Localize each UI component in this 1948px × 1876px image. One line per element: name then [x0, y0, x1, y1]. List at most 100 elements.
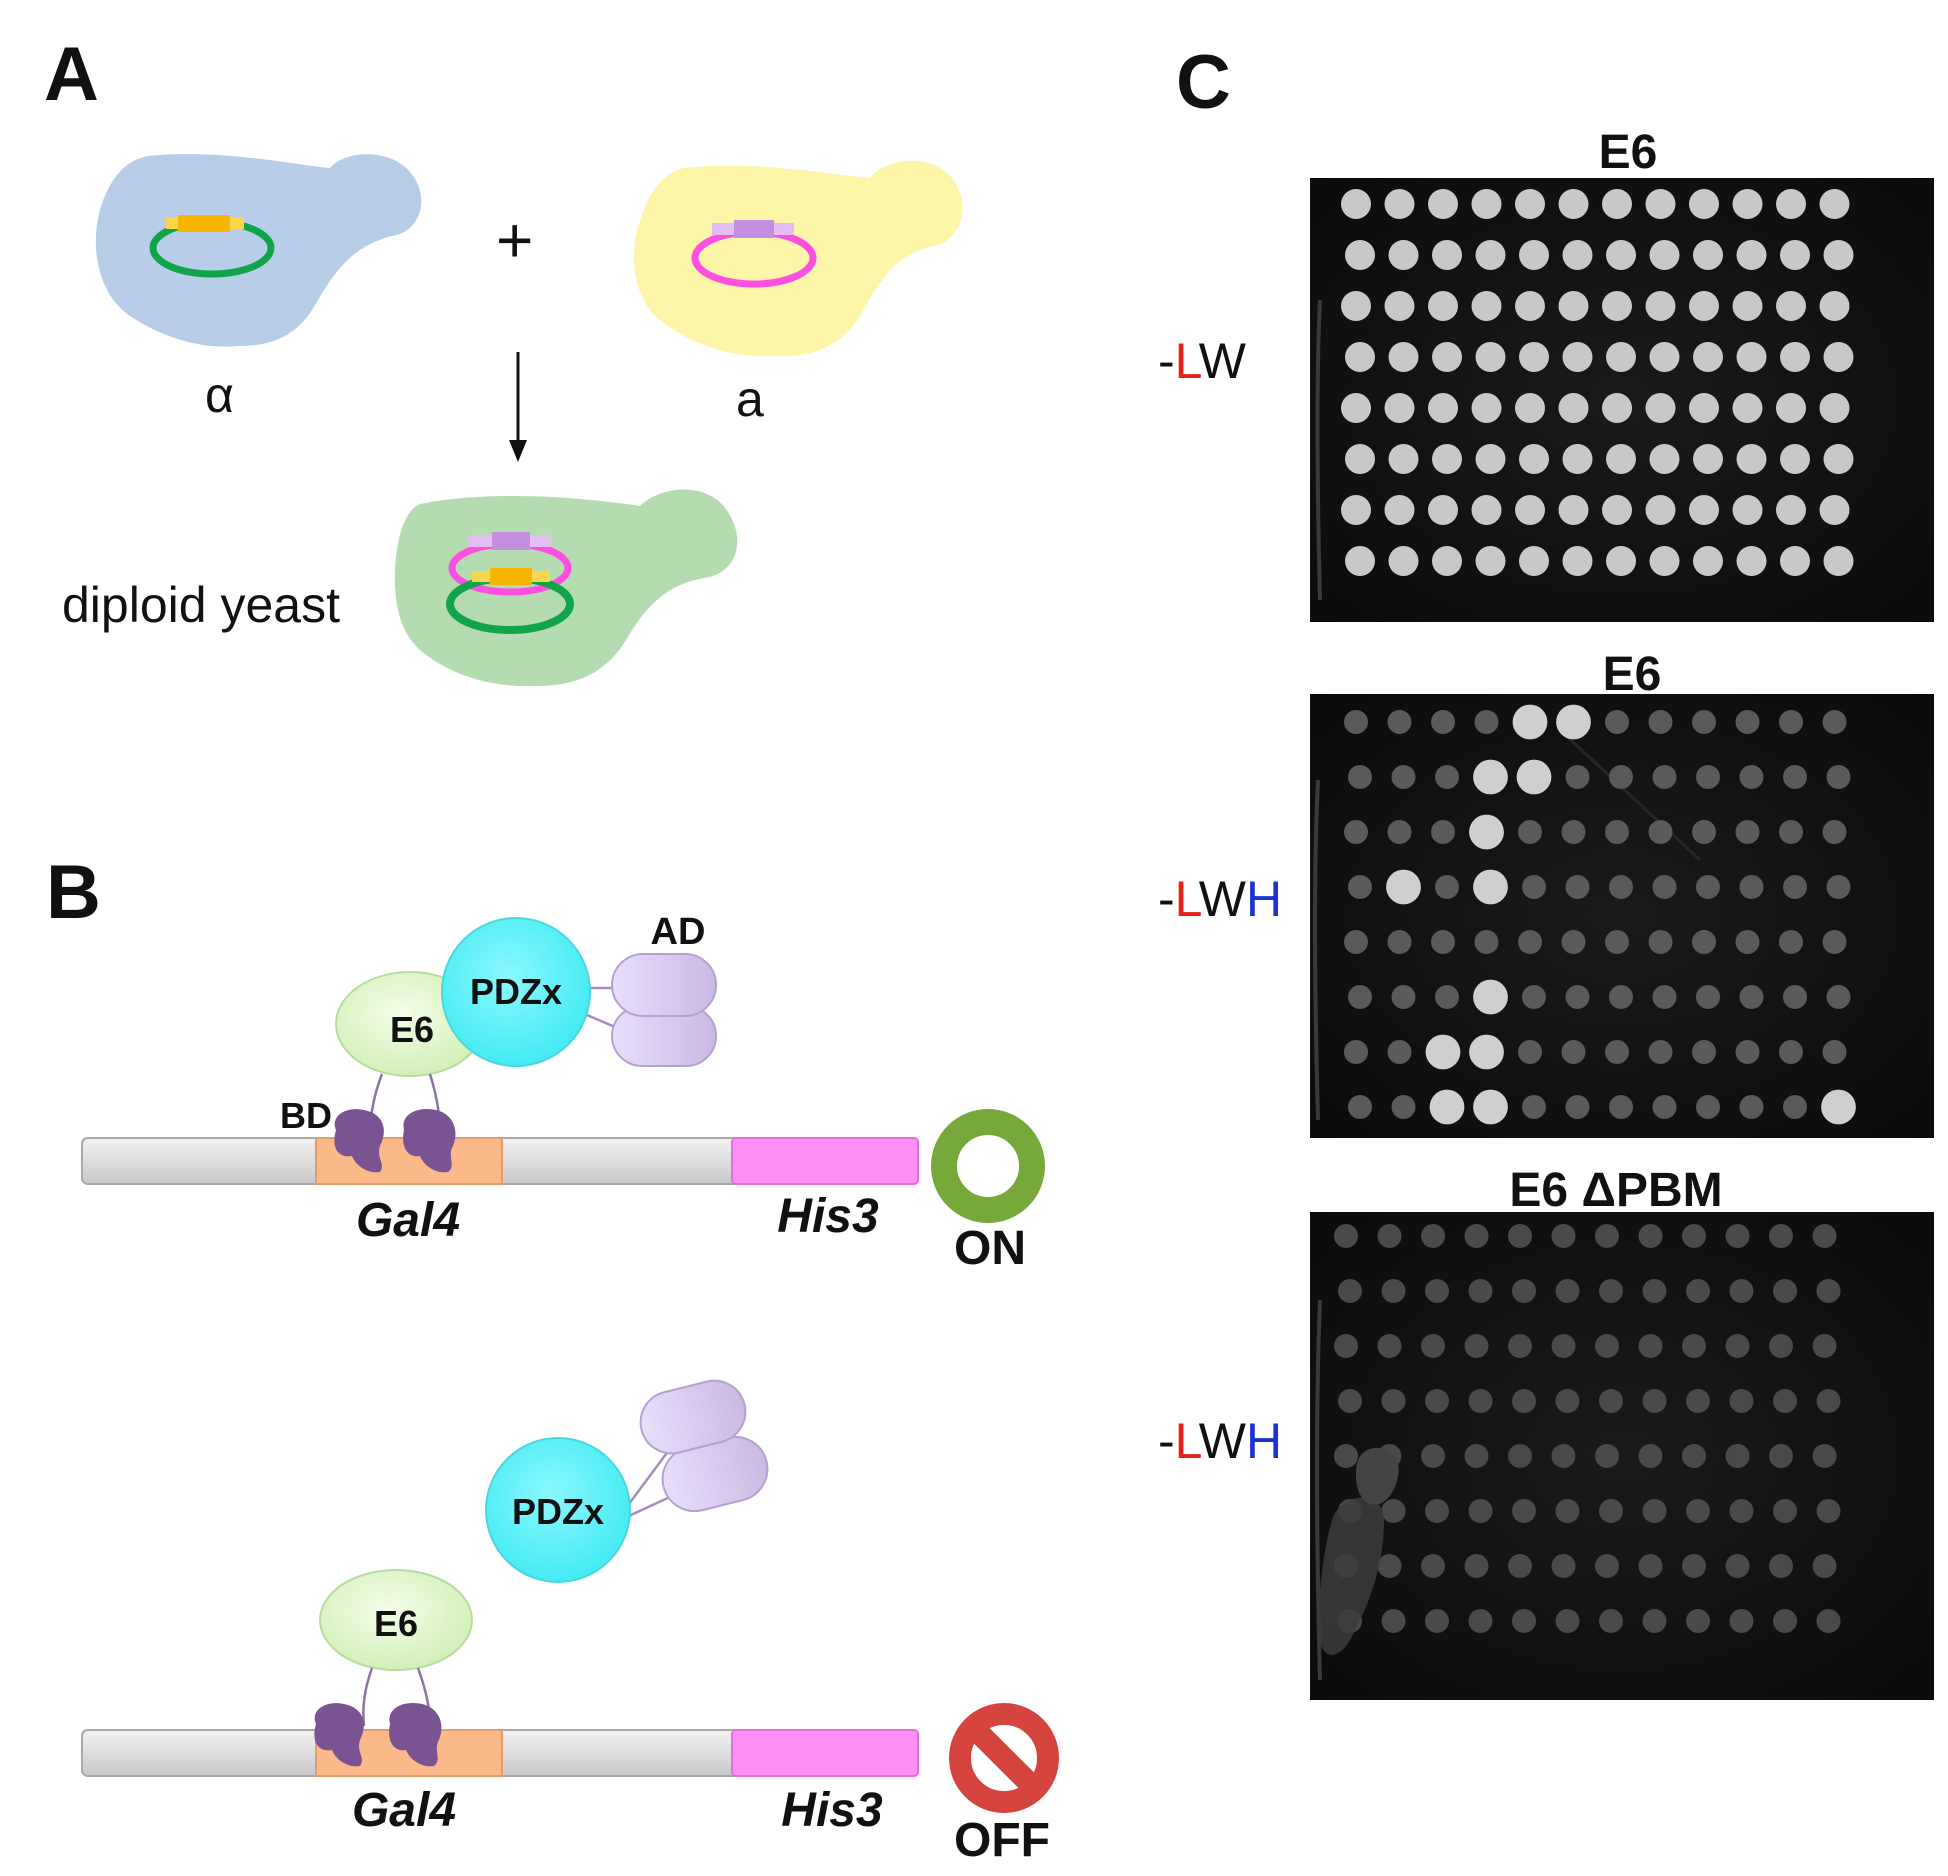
colony-spot: [1819, 495, 1850, 525]
colony-spot: [1519, 342, 1549, 372]
colony-spot: [1555, 1279, 1580, 1303]
colony-spot: [1512, 1609, 1536, 1633]
alpha-mating-type-label: α: [205, 367, 234, 423]
colony-spot: [1387, 710, 1412, 734]
colony-spot: [1605, 710, 1629, 734]
colony-spot: [1689, 393, 1719, 423]
diploid-insert-flank: [472, 571, 490, 582]
colony-spot: [1776, 393, 1806, 423]
colony-spot: [1595, 1554, 1619, 1578]
colony-spot: [1736, 546, 1767, 576]
alpha-yeast-cell: [95, 153, 422, 347]
colony-spot: [1735, 710, 1760, 734]
colony-spot: [1338, 1279, 1362, 1303]
pdz-label: PDZx: [512, 1491, 604, 1532]
colony-spot: [1812, 1334, 1837, 1358]
colony-spot: [1686, 1279, 1710, 1303]
colony-spot: [1725, 1554, 1750, 1578]
colony-spot: [1739, 985, 1764, 1009]
alpha-insert-flank: [230, 217, 244, 229]
colony-spot: [1826, 765, 1851, 789]
colony-spot: [1562, 444, 1593, 474]
colony-spot: [1348, 985, 1372, 1009]
colony-spot: [1652, 1095, 1677, 1119]
colony-spot: [1428, 393, 1458, 423]
colony-spot: [1381, 1389, 1406, 1413]
colony-spot: [1425, 1279, 1449, 1303]
colony-spot: [1518, 820, 1542, 844]
colony-spot: [1779, 1040, 1803, 1064]
large-colony: [1556, 704, 1591, 740]
e6-label: E6: [374, 1603, 418, 1644]
plate-2-title: E6: [1603, 648, 1662, 701]
colony-spot: [1602, 189, 1632, 219]
a-mating-type-label: a: [736, 371, 764, 427]
colony-spot: [1551, 1334, 1576, 1358]
off-indicator-icon: [949, 1703, 1059, 1813]
colony-spot: [1812, 1444, 1837, 1468]
colony-spot: [1819, 393, 1850, 423]
colony-spot: [1773, 1499, 1797, 1523]
ad-domain-upper: [611, 953, 717, 1017]
colony-spot: [1638, 1554, 1663, 1578]
colony-spot: [1638, 1334, 1663, 1358]
a-insert-flank: [712, 223, 734, 235]
panel-a: A α + a diploid yeast: [44, 32, 963, 687]
media-l: L: [1175, 1413, 1202, 1469]
colony-spot: [1645, 189, 1676, 219]
colony-spot: [1823, 240, 1854, 270]
colony-spot: [1515, 393, 1545, 423]
colony-spot: [1388, 546, 1419, 576]
colony-spot: [1783, 1095, 1807, 1119]
colony-spot: [1602, 393, 1632, 423]
colony-spot: [1381, 1279, 1406, 1303]
bd-linker: [362, 1667, 374, 1727]
colony-spot: [1773, 1279, 1797, 1303]
colony-spot: [1512, 1389, 1536, 1413]
colony-spot: [1648, 820, 1673, 844]
plus-sign: +: [496, 204, 533, 276]
colony-spot: [1649, 240, 1680, 270]
colony-spot: [1348, 875, 1372, 899]
colony-spot: [1464, 1554, 1489, 1578]
colony-spot: [1391, 1095, 1416, 1119]
plate-3: E6 ΔPBM -LWH: [1158, 1164, 1934, 1700]
colony-spot: [1391, 985, 1416, 1009]
colony-spot: [1471, 495, 1502, 525]
colony-spot: [1773, 1389, 1797, 1413]
colony-spot: [1602, 495, 1632, 525]
alpha-insert-flank: [166, 217, 178, 229]
colony-spot: [1334, 1224, 1358, 1248]
colony-spot: [1776, 189, 1806, 219]
plate-2: E6 -LWH: [1158, 648, 1934, 1138]
colony-spot: [1599, 1499, 1623, 1523]
colony-spot: [1388, 240, 1419, 270]
plate-3-colonies: [1334, 1224, 1841, 1633]
colony-spot: [1780, 546, 1810, 576]
colony-spot: [1475, 342, 1506, 372]
colony-spot: [1606, 546, 1636, 576]
colony-spot: [1435, 985, 1459, 1009]
plate-3-smear: [1355, 1447, 1399, 1505]
colony-spot: [1779, 710, 1803, 734]
colony-spot: [1822, 1040, 1847, 1064]
plate-1-rim: [1315, 299, 1322, 601]
colony-spot: [1551, 1554, 1576, 1578]
his3-label: His3: [777, 1190, 879, 1243]
colony-spot: [1773, 1609, 1797, 1633]
colony-spot: [1432, 240, 1462, 270]
colony-spot: [1816, 1389, 1841, 1413]
colony-spot: [1384, 495, 1415, 525]
colony-spot: [1558, 291, 1589, 321]
colony-spot: [1421, 1224, 1445, 1248]
colony-spot: [1518, 930, 1542, 954]
colony-spot: [1431, 710, 1455, 734]
colony-spot: [1475, 240, 1506, 270]
colony-spot: [1696, 985, 1720, 1009]
diploid-orange-insert: [490, 568, 532, 585]
colony-spot: [1468, 1499, 1493, 1523]
colony-spot: [1606, 444, 1636, 474]
colony-spot: [1471, 393, 1502, 423]
colony-spot: [1428, 189, 1458, 219]
colony-spot: [1693, 546, 1723, 576]
